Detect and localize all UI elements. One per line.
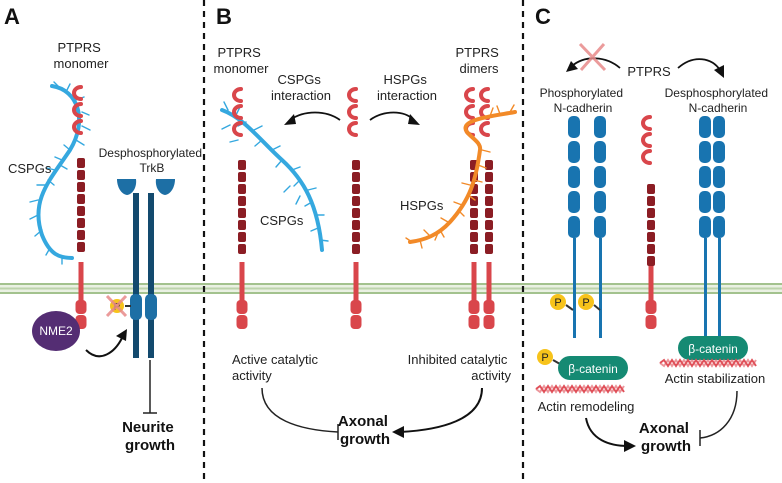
n-cadherin-paired bbox=[699, 116, 725, 338]
hspgs-interaction-line2: interaction bbox=[377, 88, 437, 103]
axonal-growth-c-line2: growth bbox=[641, 438, 691, 455]
nme2-enzyme: NME2 bbox=[32, 311, 80, 351]
cspgs-label-a: CSPGs bbox=[8, 161, 52, 176]
actin-filament-stable bbox=[659, 358, 757, 368]
cspgs-interaction-label: CSPGs interaction bbox=[271, 72, 331, 103]
hspgs-label: HSPGs bbox=[400, 198, 444, 213]
phosphorylated-line2: N-cadherin bbox=[554, 101, 613, 115]
cspgs-interaction-line1: CSPGs bbox=[278, 72, 322, 87]
inhibited-catalytic-line2: activity bbox=[471, 368, 511, 383]
dephospho-arrow-c bbox=[677, 58, 724, 78]
inhibited-catalytic-line1: Inhibited catalytic bbox=[408, 352, 508, 367]
active-catalytic-line2: activity bbox=[232, 368, 272, 383]
active-catalytic-label: Active catalytic activity bbox=[232, 352, 322, 383]
hspgs-interaction-label: HSPGs interaction bbox=[377, 72, 437, 103]
beta-catenin-released: P β-catenin bbox=[537, 349, 628, 380]
ptprs-monomer-line2: monomer bbox=[54, 56, 110, 71]
phospho-site-crossed-a: P bbox=[105, 294, 131, 318]
actin-remodeling-label: Actin remodeling bbox=[538, 399, 635, 414]
trkb-label-line2: TrkB bbox=[140, 161, 165, 175]
beta-catenin-bound: β-catenin bbox=[678, 336, 748, 360]
axonal-growth-b-line2: growth bbox=[340, 431, 390, 448]
inhibition-arrow-a bbox=[143, 360, 157, 414]
ptprs-protein-c bbox=[641, 115, 657, 329]
ptprs-monomer-label-b: PTPRS monomer bbox=[214, 45, 270, 76]
neurite-growth-line1: Neurite bbox=[122, 419, 174, 436]
promotion-arrow-c bbox=[585, 417, 636, 452]
crossed-out-arrow-c bbox=[566, 42, 621, 72]
hspgs-interaction-line1: HSPGs bbox=[384, 72, 428, 87]
nme2-label: NME2 bbox=[39, 324, 73, 338]
ptprs-monomer-b-line2: monomer bbox=[214, 61, 270, 76]
ptprs-protein-a bbox=[72, 85, 87, 329]
cspgs-label-b: CSPGs bbox=[260, 213, 304, 228]
n-cadherin-separated bbox=[568, 116, 606, 338]
ptprs-dimers-line2: dimers bbox=[459, 61, 499, 76]
active-catalytic-line1: Active catalytic bbox=[232, 352, 318, 367]
ptprs-monomer-label-a: PTPRS monomer bbox=[54, 40, 110, 71]
nme2-arrow bbox=[85, 329, 127, 358]
hspg-chain bbox=[405, 104, 517, 249]
trkb-receptor bbox=[117, 179, 175, 358]
inhibited-catalytic-label: Inhibited catalytic activity bbox=[408, 352, 512, 383]
axonal-growth-c-line1: Axonal bbox=[639, 420, 689, 437]
phospho-label-c3: P bbox=[541, 352, 548, 364]
inhibition-arrow-c bbox=[699, 390, 738, 446]
beta-catenin-label-left: β-catenin bbox=[568, 362, 618, 376]
ptprs-protein-b-monomer bbox=[232, 87, 248, 329]
phospho-sites-c: P P bbox=[550, 294, 601, 311]
phosphorylated-ncad-label: Phosphorylated N-cadherin bbox=[540, 86, 627, 115]
cell-membrane bbox=[0, 283, 782, 294]
arrow-head-left bbox=[284, 114, 296, 125]
ptprs-label-c: PTPRS bbox=[627, 64, 671, 79]
axonal-growth-b-line1: Axonal bbox=[338, 413, 388, 430]
actin-stabilization-label: Actin stabilization bbox=[665, 371, 765, 386]
phospho-label-c1: P bbox=[554, 297, 561, 309]
desphosphorylated-line1: Desphosphorylated bbox=[665, 86, 768, 100]
trkb-label: Desphosphorylated TrkB bbox=[99, 146, 206, 175]
actin-filament-remodeling bbox=[535, 384, 625, 394]
desphosphorylated-ncad-label: Desphosphorylated N-cadherin bbox=[665, 86, 772, 115]
ptprs-dimers-label: PTPRS dimers bbox=[456, 45, 503, 76]
ptprs-dimer bbox=[464, 87, 495, 329]
panel-b: B PTPRS monomer PTPRS dimers CSPGs inter… bbox=[214, 4, 517, 448]
neurite-growth-label: Neurite growth bbox=[122, 419, 178, 454]
ptprs-dimers-line1: PTPRS bbox=[456, 45, 500, 60]
axonal-growth-label-c: Axonal growth bbox=[639, 420, 693, 455]
ptprs-protein-b-free bbox=[347, 87, 362, 329]
panel-c-letter: C bbox=[535, 4, 551, 29]
arrow-head-right bbox=[408, 114, 420, 125]
ptprs-monomer-line1: PTPRS bbox=[58, 40, 102, 55]
desphosphorylated-line2: N-cadherin bbox=[689, 101, 748, 115]
panel-a-letter: A bbox=[4, 4, 20, 29]
panel-a: A PTPRS monomer CSPGs bbox=[4, 4, 206, 454]
axonal-growth-label-b: Axonal growth bbox=[338, 413, 392, 448]
promotion-arrow-b bbox=[392, 387, 483, 438]
ptprs-monomer-b-line1: PTPRS bbox=[218, 45, 262, 60]
neurite-growth-line2: growth bbox=[125, 437, 175, 454]
trkb-label-line1: Desphosphorylated bbox=[99, 146, 202, 160]
phospho-label-c2: P bbox=[582, 297, 589, 309]
panel-b-letter: B bbox=[216, 4, 232, 29]
beta-catenin-label-right: β-catenin bbox=[688, 342, 738, 356]
phosphorylated-line1: Phosphorylated bbox=[540, 86, 623, 100]
inhibition-arrow-b bbox=[261, 387, 339, 440]
cspgs-interaction-line2: interaction bbox=[271, 88, 331, 103]
panel-c: C PTPRS Phosphorylated N-cadherin Despho… bbox=[535, 4, 772, 455]
